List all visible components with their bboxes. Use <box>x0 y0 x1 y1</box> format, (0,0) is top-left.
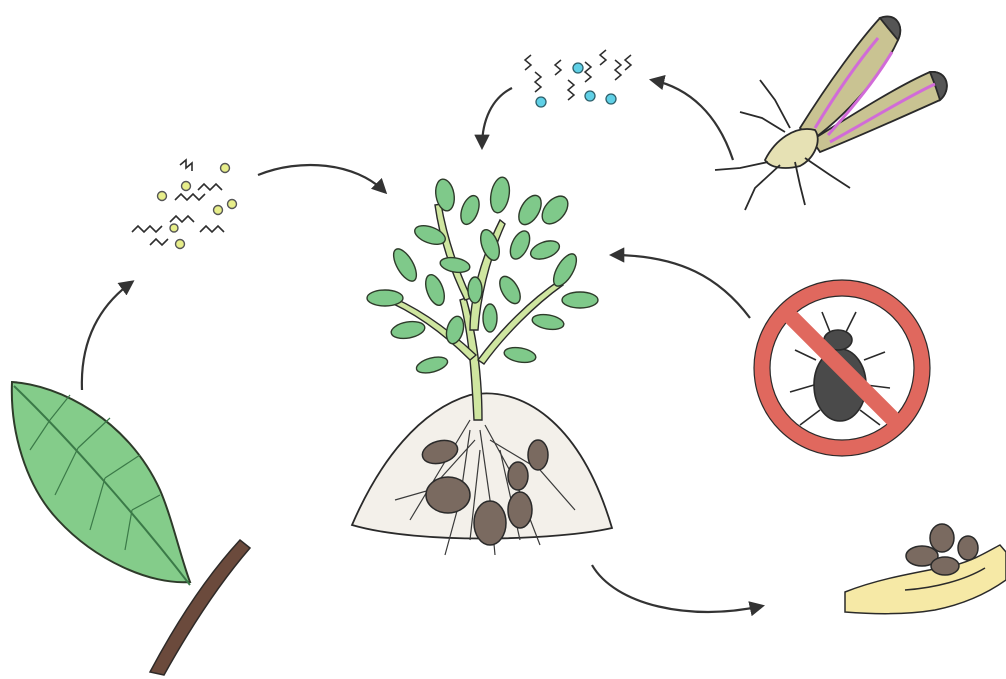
arrow-volatiles-to-plant <box>258 165 385 192</box>
arrow-moth-to-volatiles <box>652 80 733 160</box>
potato-plant-icon <box>352 176 612 555</box>
arrow-leaf-to-volatiles <box>82 282 132 390</box>
stems <box>380 204 563 420</box>
arrow-plant-to-harvest <box>592 565 762 612</box>
blue-volatiles-icon <box>525 50 631 107</box>
no-beetle-icon <box>754 280 930 456</box>
hand-with-tubers-icon <box>845 524 1006 614</box>
moth-icon <box>715 17 947 210</box>
leaf-icon <box>12 382 250 675</box>
yellow-volatiles-icon <box>132 160 237 249</box>
arrow-moth-volatiles-to-plant <box>482 88 512 147</box>
arrow-nopest-to-plant <box>612 255 750 318</box>
